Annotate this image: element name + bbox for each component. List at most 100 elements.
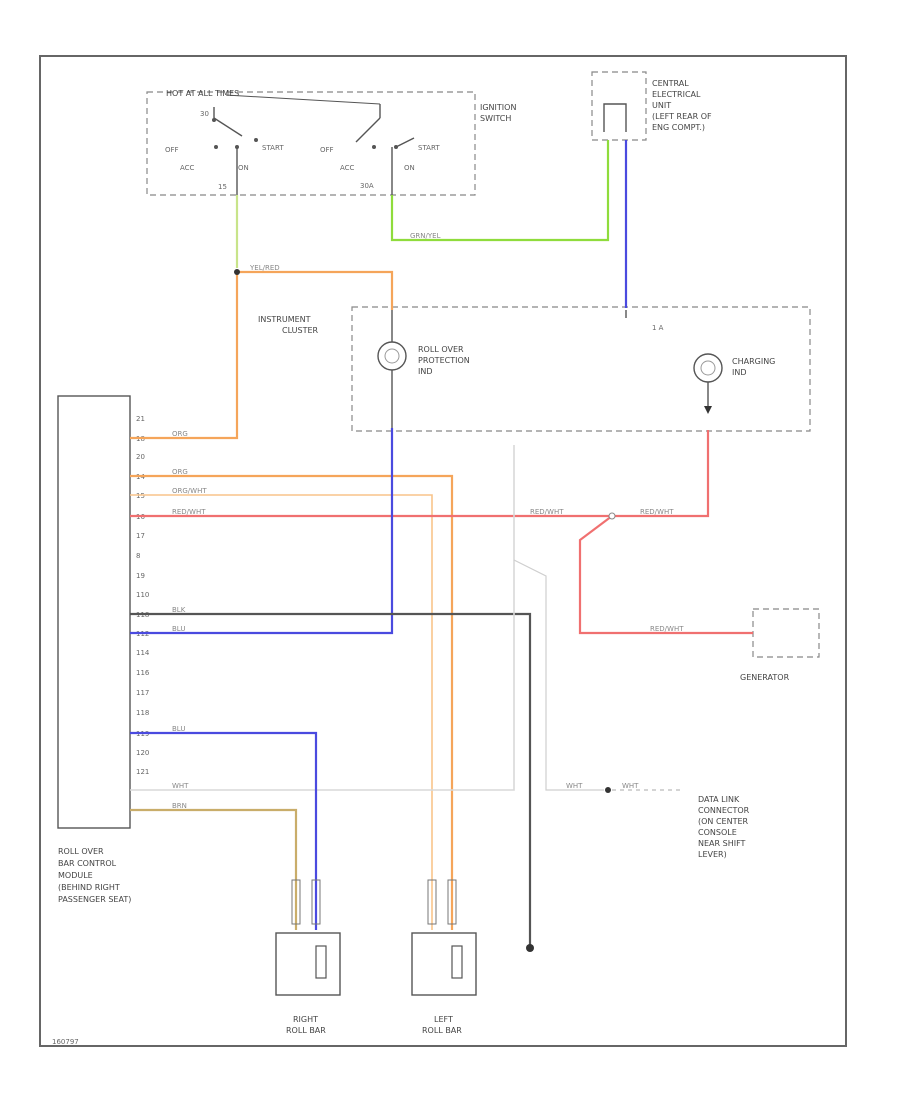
module-pin-14: 117 [136,689,149,697]
ignition-switch-label-2: SWITCH [480,114,511,123]
module-pin-4: 15 [136,492,145,500]
wire-wht-blk-data-link [513,559,604,791]
charging-ind-label-1: CHARGING [732,357,775,366]
rollover-ind-label-1: ROLL OVER [418,345,464,354]
right-roll-bar-label-1: RIGHT [293,1015,318,1024]
data-link-label-4: CONSOLE [698,828,737,837]
sw-contact-acc-r [372,145,376,149]
control-module-label-5: PASSENGER SEAT) [58,895,131,904]
sw-start-label-l: START [262,144,284,152]
sw-on-label-r: ON [404,164,415,172]
left-roll-bar [411,932,477,996]
charging-indicator-filament [700,360,716,376]
wl-red-wht-gen: RED/WHT [650,625,684,633]
right-bar-conn-blu [311,879,321,925]
rollover-ind-label-3: IND [418,367,433,376]
module-pin-12: 114 [136,649,150,657]
central-unit-fuse [603,103,627,132]
sw-30a-label: 30A [360,182,374,190]
splice-red-wht [608,512,616,520]
wl-red-wht-3: RED/WHT [640,508,674,516]
wl-wht-1: WHT [172,782,189,790]
sw-left-pivot [212,118,216,122]
charging-ind-label-2: IND [732,368,747,377]
right-roll-bar [275,932,341,996]
central-unit-label-5: ENG COMPT.) [652,123,705,132]
data-link-label-5: NEAR SHIFT [698,839,746,848]
figure-id: 160797 [52,1038,79,1046]
data-link-label-1: DATA LINK [698,795,740,804]
rollover-ind-label-2: PROTECTION [418,356,470,365]
charging-ind-diode [704,406,712,414]
wire-grn-yel-ign [390,140,610,242]
rollover-indicator-lamp [377,341,407,371]
sw-contact-start-l [254,138,258,142]
instrument-cluster-label-1: INSTRUMENT [258,315,311,324]
sw-acc-label-l: ACC [180,164,195,172]
right-roll-bar-coil [315,945,327,979]
wl-blu-1: BLU [172,625,185,633]
sw-right-blade [355,117,381,143]
wl-blu-2: BLU [172,725,185,733]
control-module-label-1: ROLL OVER [58,847,104,856]
module-pin-2: 20 [136,453,145,461]
module-pin-labels: 2118201415161781911011811211411611711811… [136,415,150,776]
ignition-switch-box [146,91,476,196]
control-module-label-4: (BEHIND RIGHT [58,883,120,892]
rollover-indicator-filament [384,348,400,364]
wire-brn-right-bar [130,808,298,930]
wl-org-1: ORG [172,430,188,438]
central-unit-label-2: ELECTRICAL [652,90,701,99]
hot-at-all-times-label: HOT AT ALL TIMES [166,89,239,98]
wire-red-wht-generator [578,515,753,635]
module-pin-13: 116 [136,669,150,677]
control-module-label-3: MODULE [58,871,93,880]
wire-wht-data-link [130,445,515,791]
module-pin-7: 8 [136,552,140,560]
central-unit-label-4: (LEFT REAR OF [652,112,712,121]
wire-blu-rollover-ind [130,428,394,635]
instrument-cluster-label-2: CLUSTER [282,326,319,335]
wire-org-left-bar [130,474,454,930]
wl-grn-yel: GRN/YEL [410,232,441,240]
sw-right-start-link [395,137,415,148]
data-link-label-6: LEVER) [698,850,727,859]
module-pin-9: 110 [136,591,149,599]
wl-brn: BRN [172,802,187,810]
instrument-cluster-box [351,306,811,432]
wire-blu-right-bar [130,731,318,930]
generator-box [752,608,820,658]
roll-bar-connectors [291,879,457,925]
sw-start-label-r: START [418,144,440,152]
hot-bus-line [225,94,381,105]
left-roll-bar-coil [451,945,463,979]
ignition-switch-label-1: IGNITION [480,103,516,112]
central-unit-label-3: UNIT [652,101,671,110]
charging-indicator-lamp [693,353,723,383]
data-link-label-3: (ON CENTER [698,817,749,826]
ground-point [526,944,534,952]
right-bar-conn-brn [291,879,301,925]
wl-org-2: ORG [172,468,188,476]
control-module-label-2: BAR CONTROL [58,859,117,868]
module-pin-0: 21 [136,415,145,423]
sw-off-label-l: OFF [165,146,179,154]
sw-15-label: 15 [218,183,227,191]
wl-red-wht-1: RED/WHT [172,508,206,516]
central-unit-label-1: CENTRAL [652,79,689,88]
wire-org-wht-left-bar [130,494,433,930]
wl-blk: BLK [172,606,186,614]
left-roll-bar-label-2: ROLL BAR [422,1026,462,1035]
module-pin-6: 17 [136,532,145,540]
right-roll-bar-label-2: ROLL BAR [286,1026,326,1035]
wire-yel-red-cluster [237,270,394,310]
left-bar-conn-orgwht [427,879,437,925]
left-bar-conn-org [447,879,457,925]
wire-red-wht-module [130,430,710,518]
diagram-frame [39,55,847,1047]
cluster-pin-label: 1 A [652,324,664,332]
sw-off-label-r: OFF [320,146,334,154]
left-roll-bar-label-1: LEFT [434,1015,453,1024]
sw-acc-label-r: ACC [340,164,355,172]
